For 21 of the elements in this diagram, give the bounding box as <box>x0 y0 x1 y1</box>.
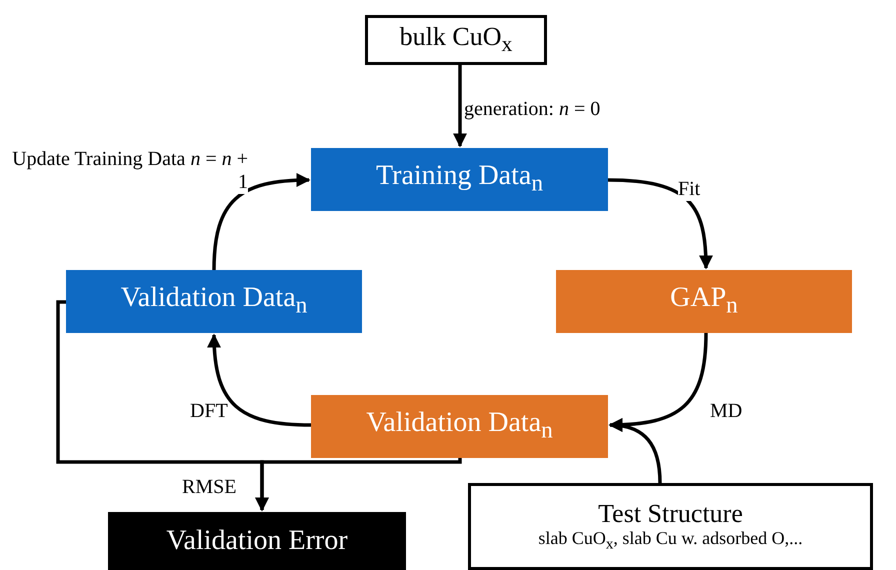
input-box <box>365 15 547 65</box>
arrow <box>453 65 467 148</box>
process-box <box>311 395 608 458</box>
node-label: Test Structure <box>598 500 743 529</box>
process-box <box>556 270 852 333</box>
input-box <box>468 483 873 570</box>
node-subtext: slab CuO$_{x}$, slab Cu w. adsorbed O,... <box>538 528 803 553</box>
node-label: Validation Data$_{n}$ <box>120 283 308 320</box>
arrow <box>207 334 312 427</box>
node-label: GAP$_{n}$ <box>670 283 738 320</box>
arrow <box>255 458 462 512</box>
arrow <box>608 178 713 270</box>
node-label: Training Data$_{n}$ <box>376 161 543 198</box>
process-box <box>311 148 608 211</box>
process-box <box>66 270 362 333</box>
output-box <box>108 512 406 570</box>
node-label: Validation Data$_{n}$ <box>366 408 553 445</box>
node-label: Validation Error <box>166 526 348 556</box>
node-label: bulk CuO$_{x}$ <box>400 22 512 57</box>
arrow <box>212 173 310 270</box>
arrow <box>608 418 662 484</box>
